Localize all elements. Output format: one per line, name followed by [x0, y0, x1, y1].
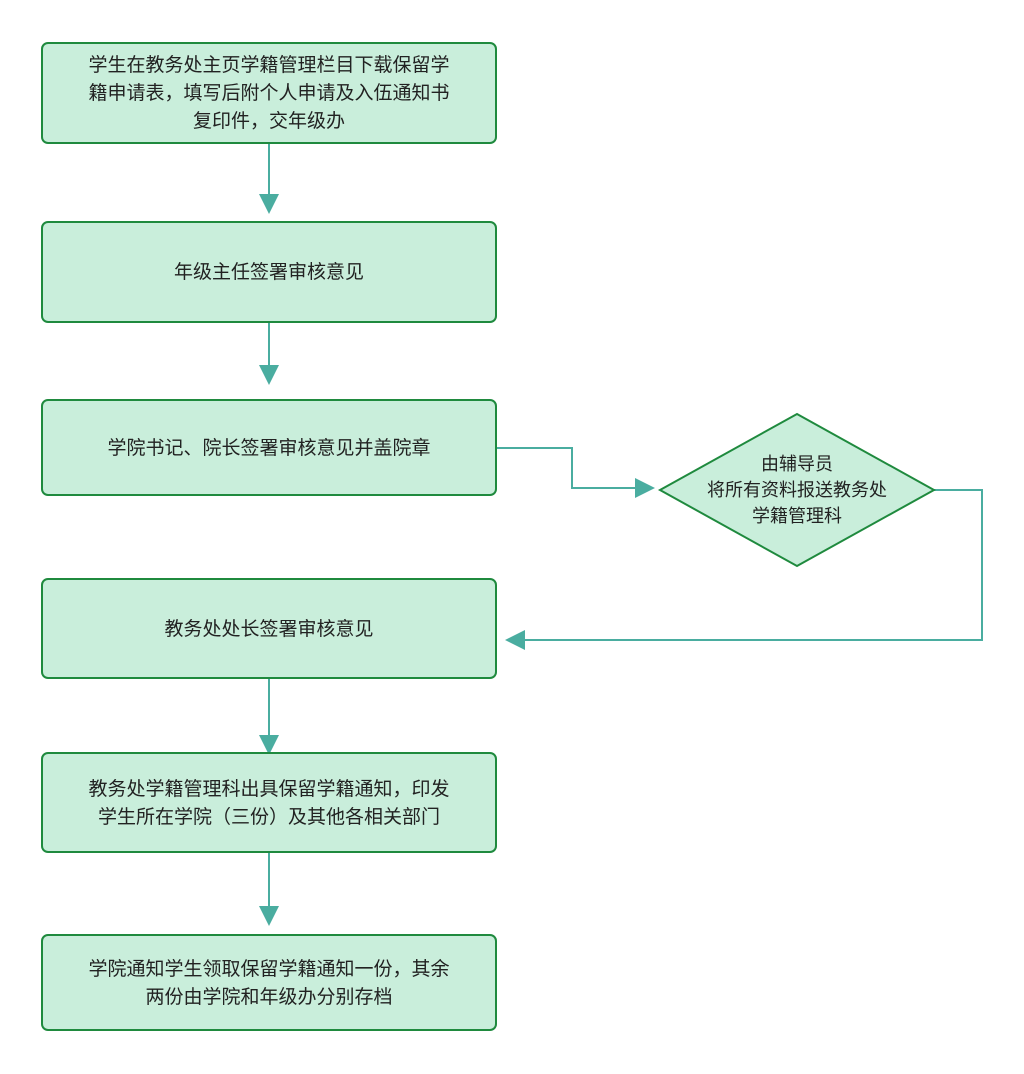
- director-review-box: 教务处处长签署审核意见: [41, 578, 497, 679]
- arrow-college-to-counselor: [497, 447, 655, 498]
- counselor-submit-text: 由辅导员 将所有资料报送教务处 学籍管理科: [660, 452, 934, 530]
- director-review-text: 教务处处长签署审核意见: [164, 617, 374, 640]
- apply-line-3: 复印件，交年级办: [192, 110, 345, 132]
- arrow-counselor-to-director: [505, 489, 983, 650]
- notice-issue-line-1: 教务处学籍管理科出具保留学籍通知，印发: [88, 777, 450, 800]
- apply-line-2: 籍申请表，填写后附个人申请及入伍通知书: [88, 82, 450, 104]
- archive-line-2: 两份由学院和年级办分别存档: [145, 985, 393, 1008]
- archive-box: 学院通知学生领取保留学籍通知一份，其余 两份由学院和年级办分别存档: [41, 934, 497, 1031]
- counselor-submit-diamond: [657, 412, 937, 568]
- apply-box: 学生在教务处主页学籍管理栏目下载保留学 籍申请表，填写后附个人申请及入伍通知书 …: [41, 42, 497, 144]
- notice-issue-line-2: 学生所在学院（三份）及其他各相关部门: [97, 805, 440, 828]
- archive-text: 学院通知学生领取保留学籍通知一份，其余 两份由学院和年级办分别存档: [88, 955, 449, 1011]
- apply-line-1: 学生在教务处主页学籍管理栏目下载保留学: [88, 54, 450, 76]
- notice-issue-box: 教务处学籍管理科出具保留学籍通知，印发 学生所在学院（三份）及其他各相关部门: [41, 752, 497, 853]
- apply-text: 学生在教务处主页学籍管理栏目下载保留学 籍申请表，填写后附个人申请及入伍通知书 …: [88, 51, 449, 135]
- college-review-box: 学院书记、院长签署审核意见并盖院章: [41, 399, 497, 496]
- grade-review-text: 年级主任签署审核意见: [173, 261, 364, 283]
- counselor-submit-line-2: 将所有资料报送教务处: [707, 480, 887, 501]
- counselor-submit-line-1: 由辅导员: [761, 454, 833, 475]
- notice-issue-text: 教务处学籍管理科出具保留学籍通知，印发 学生所在学院（三份）及其他各相关部门: [88, 775, 449, 831]
- grade-review-box: 年级主任签署审核意见: [41, 221, 497, 323]
- counselor-submit-line-3: 学籍管理科: [752, 506, 842, 527]
- college-review-text: 学院书记、院长签署审核意见并盖院章: [107, 436, 431, 459]
- archive-line-1: 学院通知学生领取保留学籍通知一份，其余: [88, 957, 450, 980]
